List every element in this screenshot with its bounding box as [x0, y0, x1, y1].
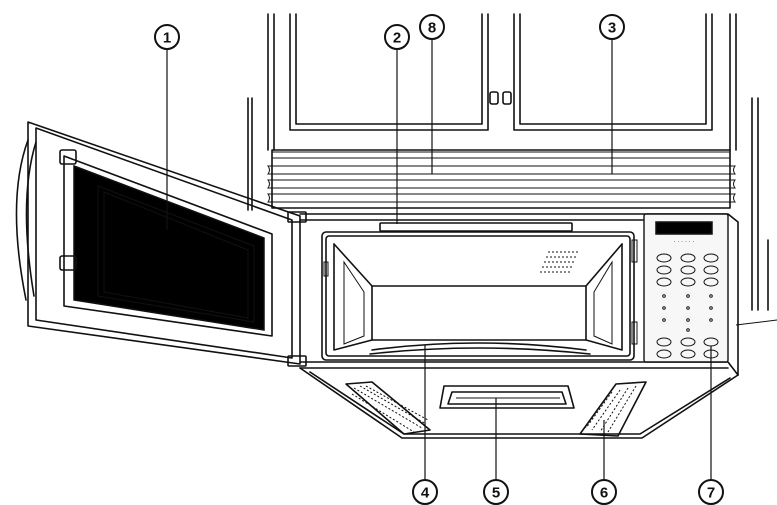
callout-8: 8	[419, 14, 445, 40]
door-hinge-bottom	[59, 255, 77, 271]
leader-lines	[166, 40, 712, 480]
cabinet-knob-left	[489, 91, 499, 105]
callout-5-label: 5	[492, 485, 500, 502]
oven-cavity	[321, 231, 635, 361]
grease-filter-left	[345, 381, 431, 435]
callout-1-label: 1	[163, 30, 171, 47]
callout-2-label: 2	[393, 30, 401, 47]
door-hinge-top	[59, 149, 77, 165]
display-window	[655, 221, 713, 235]
upper-cabinets	[247, 13, 777, 326]
callout-7: 7	[698, 479, 724, 505]
callout-8-label: 8	[428, 20, 436, 37]
keypad	[656, 253, 719, 359]
callout-4: 4	[412, 479, 438, 505]
callout-1: 1	[154, 24, 180, 50]
panel-small-print: · · · · · ·	[674, 239, 695, 246]
open-door	[15, 121, 307, 367]
door-handle	[15, 139, 29, 301]
exhaust-grille	[267, 149, 736, 209]
callouts: 1 2 8 3 4 5 6 7	[154, 14, 724, 505]
callout-3: 3	[599, 14, 625, 40]
cabinet-knob-right	[502, 91, 512, 105]
callout-6: 6	[591, 479, 617, 505]
door-window	[73, 164, 265, 331]
turntable	[371, 342, 587, 351]
callout-6-label: 6	[600, 485, 608, 502]
callout-3-label: 3	[608, 20, 616, 37]
control-panel: · · · · · ·	[643, 213, 729, 363]
cooktop-light-strip	[379, 222, 573, 232]
callout-2: 2	[384, 24, 410, 50]
cavity-vent-holes	[540, 251, 578, 273]
grease-filter-right	[579, 381, 647, 437]
callout-4-label: 4	[421, 485, 430, 502]
cooktop-light	[439, 385, 575, 409]
callout-7-label: 7	[707, 485, 715, 502]
microwave-body	[299, 213, 739, 439]
cooktop-light-housing	[439, 385, 575, 409]
callout-5: 5	[483, 479, 509, 505]
